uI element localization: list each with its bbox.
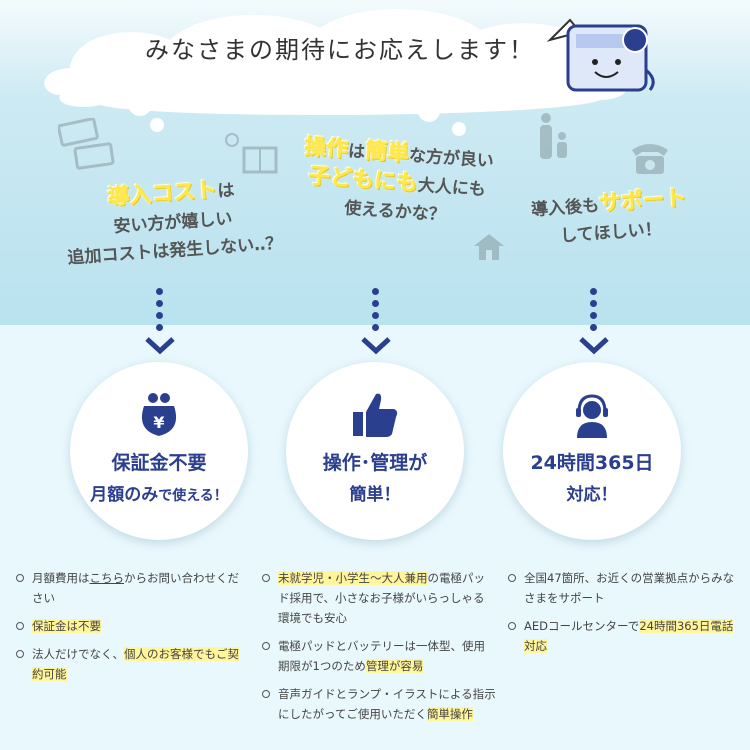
headline: みなさまの期待にお応えします！ [145, 36, 535, 64]
benefit-subtitle: 簡単！ [349, 485, 401, 505]
house-icon [474, 234, 504, 260]
list-item: 月額費用はこちらからお問い合わせください [16, 568, 244, 608]
svg-text:¥: ¥ [153, 413, 164, 432]
thought-bubble [128, 92, 152, 116]
benefit-title: 操作･管理が [322, 452, 428, 474]
chevron-down-icon [361, 337, 391, 355]
aed-mascot-icon [546, 18, 655, 92]
dotted-arrow [155, 288, 165, 336]
dotted-arrow [371, 288, 381, 336]
feature-list-deposit: 月額費用はこちらからお問い合わせください 保証金は不要 法人だけでなく、個人のお… [16, 568, 244, 692]
benefit-title: 保証金不要 [111, 452, 207, 474]
purse-yen-icon: ¥ [141, 393, 177, 436]
thumbs-up-icon [353, 393, 398, 437]
list-item: 保証金は不要 [16, 616, 244, 636]
parent-child-icon [540, 113, 567, 159]
chevron-down-icon [145, 337, 175, 355]
benefit-subtitle: 月額のみで使える！ [90, 485, 228, 505]
thought-bubble [452, 122, 466, 136]
list-item: 電極パッドとバッテリーは一体型、使用期限が1つのため管理が容易 [262, 636, 496, 676]
benefit-title: 24時間365日 [530, 452, 654, 474]
list-item: 全国47箇所、お近くの営業拠点からみなさまをサポート [508, 568, 738, 608]
book-icon [225, 133, 278, 174]
benefit-circle-deposit: ¥ 保証金不要 月額のみで使える！ [70, 362, 248, 540]
benefit-circle-operation: 操作･管理が 簡単！ [286, 362, 464, 540]
operator-headset-icon [576, 394, 608, 438]
list-item: 法人だけでなく、個人のお客様でもご契約可能 [16, 644, 244, 684]
list-item: 未就学児・小学生～大人兼用の電極パッド採用で、小さなお子様がいらっしゃる環境でも… [262, 568, 496, 628]
concern-operation: 操作は簡単な方が良い 子どもにも大人にも 使えるかな？ [303, 134, 495, 226]
telephone-icon [632, 144, 668, 174]
thought-cloud [44, 9, 630, 116]
thought-bubble [418, 100, 440, 122]
dotted-arrow [589, 288, 599, 336]
thought-bubble [150, 118, 164, 132]
feature-list-operation: 未就学児・小学生～大人兼用の電極パッド採用で、小さなお子様がいらっしゃる環境でも… [262, 568, 496, 732]
concern-cost: 導入コストは 安い方が嬉しい 追加コストは発生しない‥？ [66, 177, 284, 269]
money-icon [58, 118, 115, 170]
feature-list-support: 全国47箇所、お近くの営業拠点からみなさまをサポート AEDコールセンターで24… [508, 568, 738, 664]
list-item: AEDコールセンターで24時間365日電話対応 [508, 616, 738, 656]
chevron-down-icon [579, 337, 609, 355]
pricing-inquiry-link[interactable]: こちら [89, 571, 125, 585]
concern-highlight: 導入コスト [106, 177, 219, 211]
benefit-circle-support: 24時間365日 対応！ [503, 362, 681, 540]
list-item: 音声ガイドとランプ・イラストによる指示にしたがってご使用いただく簡単操作 [262, 684, 496, 724]
benefit-subtitle: 対応！ [566, 485, 618, 505]
